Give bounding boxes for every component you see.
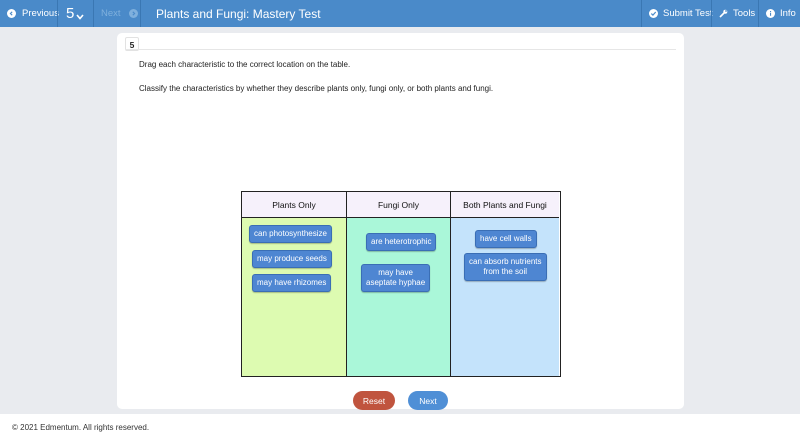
wrench-icon [719, 9, 728, 18]
question-number: 5 [66, 5, 75, 22]
reset-button[interactable]: Reset [353, 391, 395, 410]
divider [711, 0, 712, 27]
fungi-only-column: Fungi Only are heterotrophic may have as… [347, 192, 451, 376]
question-card: 5 Drag each characteristic to the correc… [117, 33, 684, 410]
footer: © 2021 Edmentum. All rights reserved. [0, 414, 800, 439]
divider [93, 0, 94, 27]
column-header: Fungi Only [347, 192, 450, 218]
question-selector[interactable]: 5 [66, 0, 84, 27]
submit-test-button[interactable]: Submit Test [649, 0, 712, 27]
plants-only-dropzone[interactable]: can photosynthesize may produce seeds ma… [242, 218, 346, 376]
next-question-button[interactable]: Next [101, 0, 138, 27]
chevron-right-icon [128, 9, 138, 18]
drag-item[interactable]: have cell walls [475, 230, 537, 248]
drag-item[interactable]: can photosynthesize [249, 225, 332, 243]
divider [57, 0, 58, 27]
both-plants-and-fungi-column: Both Plants and Fungi have cell walls ca… [451, 192, 559, 376]
column-header: Plants Only [242, 192, 346, 218]
previous-label: Previous [22, 8, 59, 19]
drag-item[interactable]: may have aseptate hyphae [361, 264, 431, 292]
info-icon [766, 9, 775, 18]
instruction-text: Classify the characteristics by whether … [139, 84, 494, 93]
fungi-only-dropzone[interactable]: are heterotrophic may have aseptate hyph… [347, 218, 450, 376]
next-label: Next [101, 8, 121, 19]
divider [140, 0, 141, 27]
drag-item[interactable]: can absorb nutrients from the soil [464, 253, 547, 281]
instruction-text: Drag each characteristic to the correct … [139, 60, 351, 69]
tools-button[interactable]: Tools [719, 0, 755, 27]
chevron-left-icon [7, 9, 16, 18]
copyright-text: © 2021 Edmentum. All rights reserved. [12, 423, 150, 432]
next-button[interactable]: Next [408, 391, 448, 410]
info-label: Info [780, 8, 796, 19]
top-toolbar: Previous 5 Next Plants and Fungi: Master… [0, 0, 800, 27]
tools-label: Tools [733, 8, 756, 19]
question-number-badge: 5 [125, 37, 139, 51]
drag-item[interactable]: are heterotrophic [366, 233, 437, 251]
previous-button[interactable]: Previous [7, 0, 59, 27]
column-header: Both Plants and Fungi [451, 192, 559, 218]
divider [641, 0, 642, 27]
chevron-down-icon [76, 7, 84, 24]
both-dropzone[interactable]: have cell walls can absorb nutrients fro… [451, 218, 559, 376]
submit-test-label: Submit Test [663, 8, 713, 19]
divider [758, 0, 759, 27]
check-circle-icon [649, 9, 658, 18]
drag-item[interactable]: may produce seeds [252, 250, 332, 268]
drag-item[interactable]: may have rhizomes [252, 274, 332, 292]
classification-table: Plants Only can photosynthesize may prod… [241, 191, 561, 377]
plants-only-column: Plants Only can photosynthesize may prod… [242, 192, 347, 376]
info-button[interactable]: Info [766, 0, 796, 27]
test-title: Plants and Fungi: Mastery Test [156, 6, 321, 21]
divider [125, 49, 676, 50]
